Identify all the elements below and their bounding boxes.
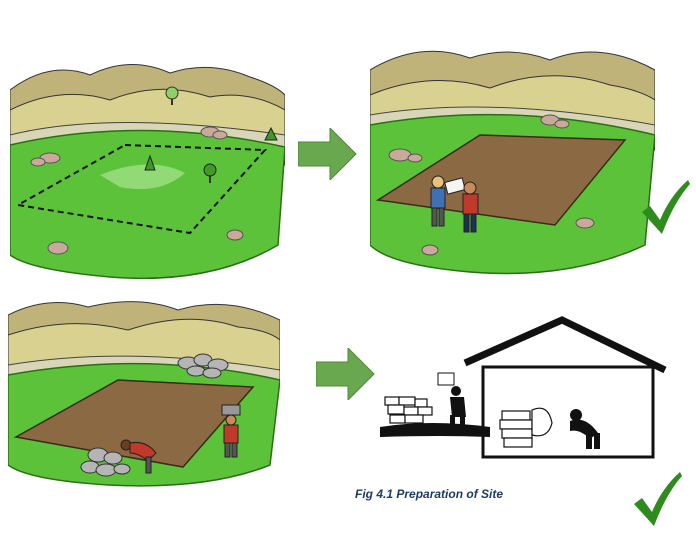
worker-figures-icon <box>120 404 241 474</box>
right-arrow-icon <box>298 128 357 180</box>
cleared-soil-plot <box>13 379 255 468</box>
stone-pile-icon <box>384 396 433 424</box>
rocks <box>30 126 244 255</box>
ground-shadow <box>380 423 490 437</box>
panel-stone-storage-shed <box>380 316 667 459</box>
stored-stones <box>499 407 553 448</box>
grass-field <box>10 129 285 280</box>
worker-stacking-icon <box>570 409 600 449</box>
inspector-figures-icon <box>430 175 479 233</box>
check-icon <box>642 180 690 234</box>
rocks <box>388 114 595 256</box>
worker-carrying-stones-icon <box>437 372 466 429</box>
figure-caption: Fig 4.1 Preparation of Site <box>355 487 504 501</box>
panel-stone-collection <box>8 301 280 487</box>
grass-highlight <box>100 164 185 190</box>
stone-pile-icon <box>80 353 229 477</box>
site-boundary <box>15 143 268 235</box>
shed-icon <box>463 316 667 459</box>
small-tree-icon <box>144 86 278 183</box>
right-arrow-icon <box>316 348 375 400</box>
panel-cleared-site-inspection <box>370 50 655 275</box>
check-icon <box>634 472 682 526</box>
panel-uncleared-site <box>10 64 285 280</box>
